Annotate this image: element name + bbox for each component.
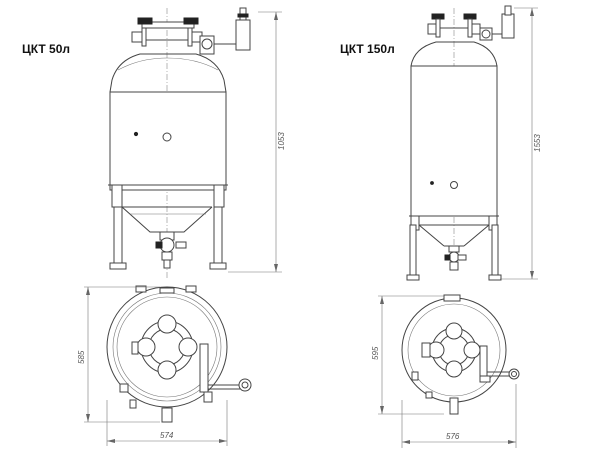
tank-50-depth-dimension: 585 [77, 350, 86, 364]
tank-50-title: ЦКТ 50л [22, 42, 71, 56]
tank-50-side-view: 1053 [108, 7, 286, 278]
tank-150-top-view: 595 576 [371, 294, 520, 448]
tank-150-bottom-valve [444, 245, 467, 271]
tank-150-side-view: 1553 [406, 5, 542, 281]
tank-50-top-view: 585 574 [77, 285, 252, 446]
tank-150-title: ЦКТ 150л [340, 42, 395, 56]
tank-50-bottom-valve [155, 231, 187, 269]
tank-150-width-dimension: 576 [446, 432, 460, 441]
tank-150-depth-dimension: 595 [371, 346, 380, 360]
tank-50-width-dimension: 574 [160, 431, 174, 440]
tank-50-top-fittings [131, 7, 251, 55]
tank-150-height-dimension: 1553 [533, 134, 542, 152]
tank-150-top-fittings [427, 5, 515, 41]
tank-50-height-dimension: 1053 [277, 132, 286, 150]
